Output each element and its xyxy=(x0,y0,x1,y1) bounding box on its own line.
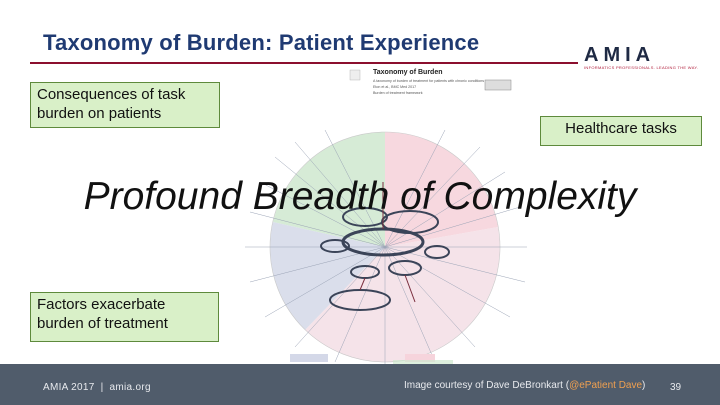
callout-healthcare-tasks: Healthcare tasks xyxy=(540,116,702,146)
amia-logo: AMIA INFORMATICS PROFESSIONALS. LEADING … xyxy=(584,44,699,70)
poster-title: Taxonomy of Burden xyxy=(373,69,442,76)
page-number: 39 xyxy=(670,382,682,393)
slide-title: Taxonomy of Burden: Patient Experience xyxy=(43,30,480,55)
logo-wordmark: AMIA xyxy=(584,44,656,66)
poster-qr-icon xyxy=(349,69,361,81)
license-badge xyxy=(484,79,512,91)
footer-left: AMIA 2017 | amia.org xyxy=(43,382,151,393)
taxonomy-wheel xyxy=(269,131,501,363)
legend-swatch-pink xyxy=(405,354,435,362)
legend-swatch-blue xyxy=(290,354,328,362)
wheel-segment-green xyxy=(273,132,385,247)
poster-line-3: Burden of treatment framework xyxy=(373,91,423,95)
wheel-segment-pink-lower xyxy=(305,227,500,363)
slide-footer: AMIA 2017 | amia.org Image courtesy of Dav… xyxy=(0,364,720,405)
wheel-segment-blue xyxy=(270,222,385,330)
poster-line-2: Eton et al., BMC Med 2017 xyxy=(373,85,416,89)
poster-line-1: A taxonomy of burden of treatment for pa… xyxy=(373,79,484,83)
callout-consequences: Consequences of task burden on patients xyxy=(30,82,220,128)
title-underline xyxy=(30,62,578,64)
taxonomy-poster-image: Taxonomy of Burden A taxonomy of burden … xyxy=(245,69,527,368)
radial-labels xyxy=(245,129,527,367)
wheel-connectors xyxy=(359,182,416,303)
footer-separator: | xyxy=(100,382,104,393)
credit-suffix: ) xyxy=(642,380,646,391)
credit-prefix: Image courtesy of Dave DeBronkart ( xyxy=(404,380,570,391)
wheel-segment-pink xyxy=(385,132,498,247)
footer-site: amia.org xyxy=(109,382,151,393)
footer-event: AMIA 2017 xyxy=(43,382,95,393)
credit-twitter-link[interactable]: @ePatient Dave xyxy=(569,380,643,391)
logo-tagline: INFORMATICS PROFESSIONALS. LEADING THE W… xyxy=(584,65,699,70)
footer-image-credit: Image courtesy of Dave DeBronkart (@ePat… xyxy=(404,380,645,391)
callout-exacerbating-factors: Factors exacerbate burden of treatment xyxy=(30,292,219,342)
slide-headline: Profound Breadth of Complexity xyxy=(83,175,637,218)
